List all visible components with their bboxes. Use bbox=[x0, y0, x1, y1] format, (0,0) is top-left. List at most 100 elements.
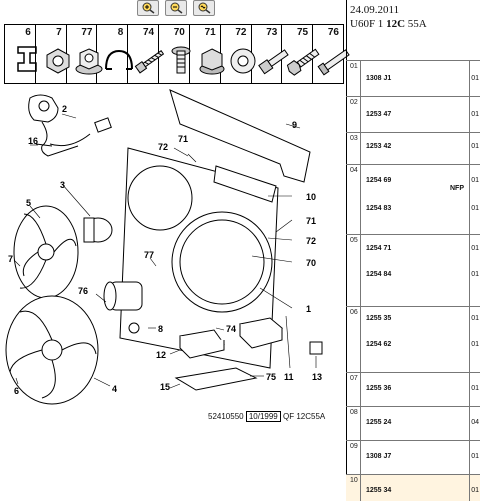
callout-label: 1 bbox=[306, 304, 311, 314]
zoom-in-icon bbox=[142, 2, 155, 14]
legend-cell[interactable]: 70 bbox=[159, 25, 191, 83]
callout-label: 71 bbox=[306, 216, 316, 226]
catalog-date: 24.09.2011 bbox=[350, 4, 400, 16]
nfp-flag: NFP bbox=[450, 185, 464, 192]
callout-label: 5 bbox=[26, 198, 31, 208]
panel-divider bbox=[346, 0, 347, 501]
part-qty: 01 bbox=[471, 111, 479, 118]
part-qty: 01 bbox=[471, 245, 479, 252]
callout-label: 77 bbox=[144, 250, 154, 260]
table-row[interactable]: 05 1254 71 01 1254 84 01 bbox=[346, 234, 480, 306]
legend-cell[interactable]: 74 bbox=[128, 25, 165, 83]
part-number: 1255 24 bbox=[366, 419, 392, 426]
zoom-out-icon bbox=[170, 2, 183, 14]
large-fan-blade[interactable] bbox=[5, 295, 99, 405]
clamp-icon bbox=[105, 49, 134, 70]
part-number: 1254 71 bbox=[366, 245, 392, 252]
part-qty: 01 bbox=[471, 271, 479, 278]
resistor-part[interactable] bbox=[28, 94, 112, 157]
drawing-footer: 52410550 10/1999 QF 12C55A bbox=[208, 411, 326, 422]
pin-icon bbox=[317, 49, 350, 76]
collar-nut-icon bbox=[75, 48, 103, 75]
callout-label: 70 bbox=[306, 258, 316, 268]
legend-cell[interactable]: 8 bbox=[97, 25, 134, 83]
part-qty: 01 bbox=[471, 385, 479, 392]
rivet-icon bbox=[171, 46, 191, 74]
legend-ref: 76 bbox=[327, 27, 339, 38]
table-row[interactable]: 10 1255 34 01 bbox=[346, 474, 480, 501]
table-row[interactable]: 02 1253 47 01 bbox=[346, 96, 480, 132]
part-qty: 01 bbox=[471, 315, 479, 322]
relay-unit[interactable] bbox=[179, 329, 225, 359]
upper-deflector[interactable] bbox=[169, 89, 311, 183]
flange-nut-icon bbox=[199, 48, 225, 75]
callout-label: 9 bbox=[292, 120, 297, 130]
stud-icon bbox=[257, 49, 289, 75]
callout-label: 16 bbox=[28, 136, 38, 146]
callout-label: 72 bbox=[306, 236, 316, 246]
legend-cell[interactable]: 71 bbox=[190, 25, 225, 83]
legend-ref: 70 bbox=[173, 27, 185, 38]
drawing-date: 10/1999 bbox=[245, 411, 281, 422]
part-qty: 01 bbox=[471, 177, 479, 184]
parts-list-header: 24.09.2011 U60F 1 12C 55A bbox=[346, 0, 480, 34]
seal-part[interactable] bbox=[213, 165, 277, 203]
exploded-parts-diagram: 16 2 3 5 7 71 72 9 10 71 72 70 1 77 76 8… bbox=[5, 89, 323, 405]
callout-label: 2 bbox=[62, 104, 67, 114]
bracket-part[interactable] bbox=[174, 367, 258, 391]
nut-icon bbox=[46, 48, 70, 74]
legend-cell[interactable]: 73 bbox=[252, 25, 289, 83]
callout-label: 7 bbox=[8, 254, 13, 264]
drawing-code: QF 12C55A bbox=[282, 412, 326, 421]
part-qty: 04 bbox=[471, 419, 479, 426]
zoom-in-button[interactable] bbox=[137, 0, 159, 16]
legend-cell[interactable]: 72 bbox=[221, 25, 256, 83]
legend-ref: 75 bbox=[297, 27, 309, 38]
legend-ref: 72 bbox=[235, 27, 247, 38]
part-number: 1255 36 bbox=[366, 385, 392, 392]
legend-ref: 8 bbox=[117, 27, 124, 38]
small-motor[interactable] bbox=[83, 217, 113, 243]
fuse-box[interactable] bbox=[238, 317, 284, 349]
table-row[interactable]: 07 1255 36 01 bbox=[346, 372, 480, 406]
fan-shroud[interactable] bbox=[119, 147, 279, 369]
part-qty: 01 bbox=[471, 453, 479, 460]
legend-cell[interactable]: 6 bbox=[5, 25, 37, 83]
clip-icon bbox=[17, 46, 37, 72]
part-number: 1308 J1 bbox=[366, 75, 392, 82]
table-row[interactable]: 03 1253 42 01 bbox=[346, 132, 480, 164]
small-fan-blade[interactable] bbox=[13, 205, 79, 299]
part-number: 1254 69 bbox=[366, 177, 392, 184]
wire-harness[interactable] bbox=[49, 133, 91, 147]
table-row[interactable]: 01 1308 J1 01 bbox=[346, 60, 480, 96]
bolt-icon bbox=[287, 48, 320, 76]
legend-cell[interactable]: 75 bbox=[282, 25, 320, 83]
legend-cell[interactable]: 76 bbox=[313, 25, 350, 83]
callout-label: 11 bbox=[284, 372, 294, 382]
parts-list-panel: 24.09.2011 U60F 1 12C 55A 01 1308 J1 01 … bbox=[346, 0, 480, 501]
part-qty: 01 bbox=[471, 341, 479, 348]
part-number: 1254 84 bbox=[366, 271, 392, 278]
drawing-number: 52410550 bbox=[208, 412, 244, 421]
screw-icon bbox=[134, 50, 165, 74]
large-motor[interactable] bbox=[103, 281, 143, 334]
part-number: 1255 34 bbox=[366, 487, 392, 494]
table-row[interactable]: 04 1254 69 01 NFP 1254 83 01 bbox=[346, 164, 480, 234]
zoom-out-button[interactable] bbox=[165, 0, 187, 16]
table-row[interactable]: 06 1255 35 01 1254 62 01 bbox=[346, 306, 480, 372]
table-row[interactable]: 09 1308 J7 01 bbox=[346, 440, 480, 474]
callout-label: 3 bbox=[60, 180, 65, 190]
legend-cell[interactable]: 7 bbox=[36, 25, 70, 83]
part-number: 1253 42 bbox=[366, 143, 392, 150]
legend-ref: 71 bbox=[204, 27, 216, 38]
part-number: 1254 83 bbox=[366, 205, 392, 212]
callout-label: 10 bbox=[306, 192, 316, 202]
fuse-part[interactable] bbox=[309, 341, 323, 355]
legend-ref: 6 bbox=[25, 27, 31, 38]
legend-ref: 77 bbox=[81, 27, 93, 38]
callout-label: 72 bbox=[158, 142, 168, 152]
table-row[interactable]: 08 1255 24 04 bbox=[346, 406, 480, 440]
zoom-fit-button[interactable] bbox=[193, 0, 215, 16]
legend-cell[interactable]: 77 bbox=[67, 25, 103, 83]
part-number: 1253 47 bbox=[366, 111, 392, 118]
